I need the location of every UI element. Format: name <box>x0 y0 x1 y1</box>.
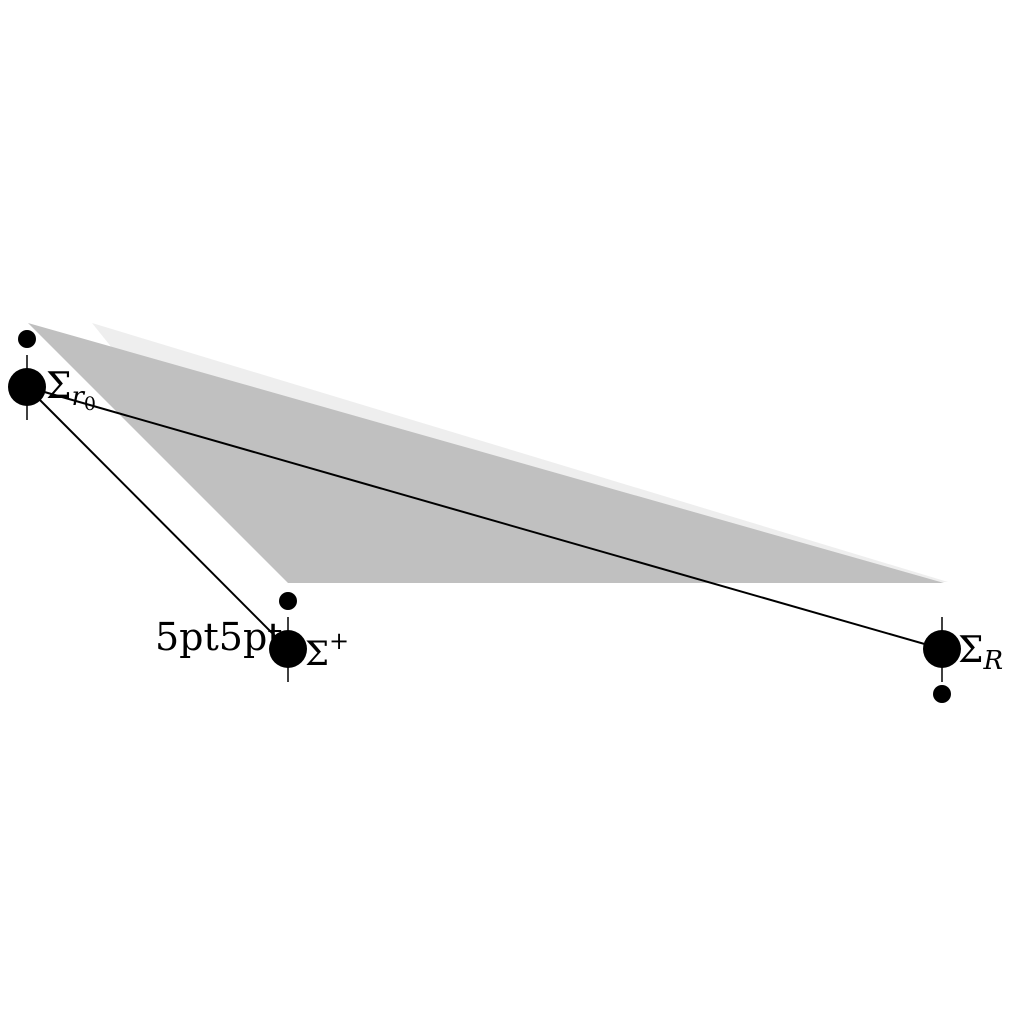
vertex-label-R: ΣR <box>958 630 1003 676</box>
small-dot <box>933 685 951 703</box>
vertex-label-r0: Σr0 <box>46 366 96 415</box>
stray-label: 5pt5pt <box>155 615 283 659</box>
shaded-triangle <box>28 323 944 583</box>
vertex-dot <box>269 630 307 668</box>
vertex-sigma-plus: Σ+ <box>269 592 349 682</box>
vertex-dot <box>8 368 46 406</box>
vertex-sigma-r0: Σr0 <box>8 330 96 420</box>
edge-r0-R <box>26 386 943 650</box>
small-dot <box>18 330 36 348</box>
small-dot <box>279 592 297 610</box>
edge-r0-plus <box>26 386 289 650</box>
vertex-sigma-R: ΣR <box>923 617 1003 703</box>
vertex-dot <box>923 630 961 668</box>
vertex-label-plus: Σ+ <box>305 627 349 674</box>
